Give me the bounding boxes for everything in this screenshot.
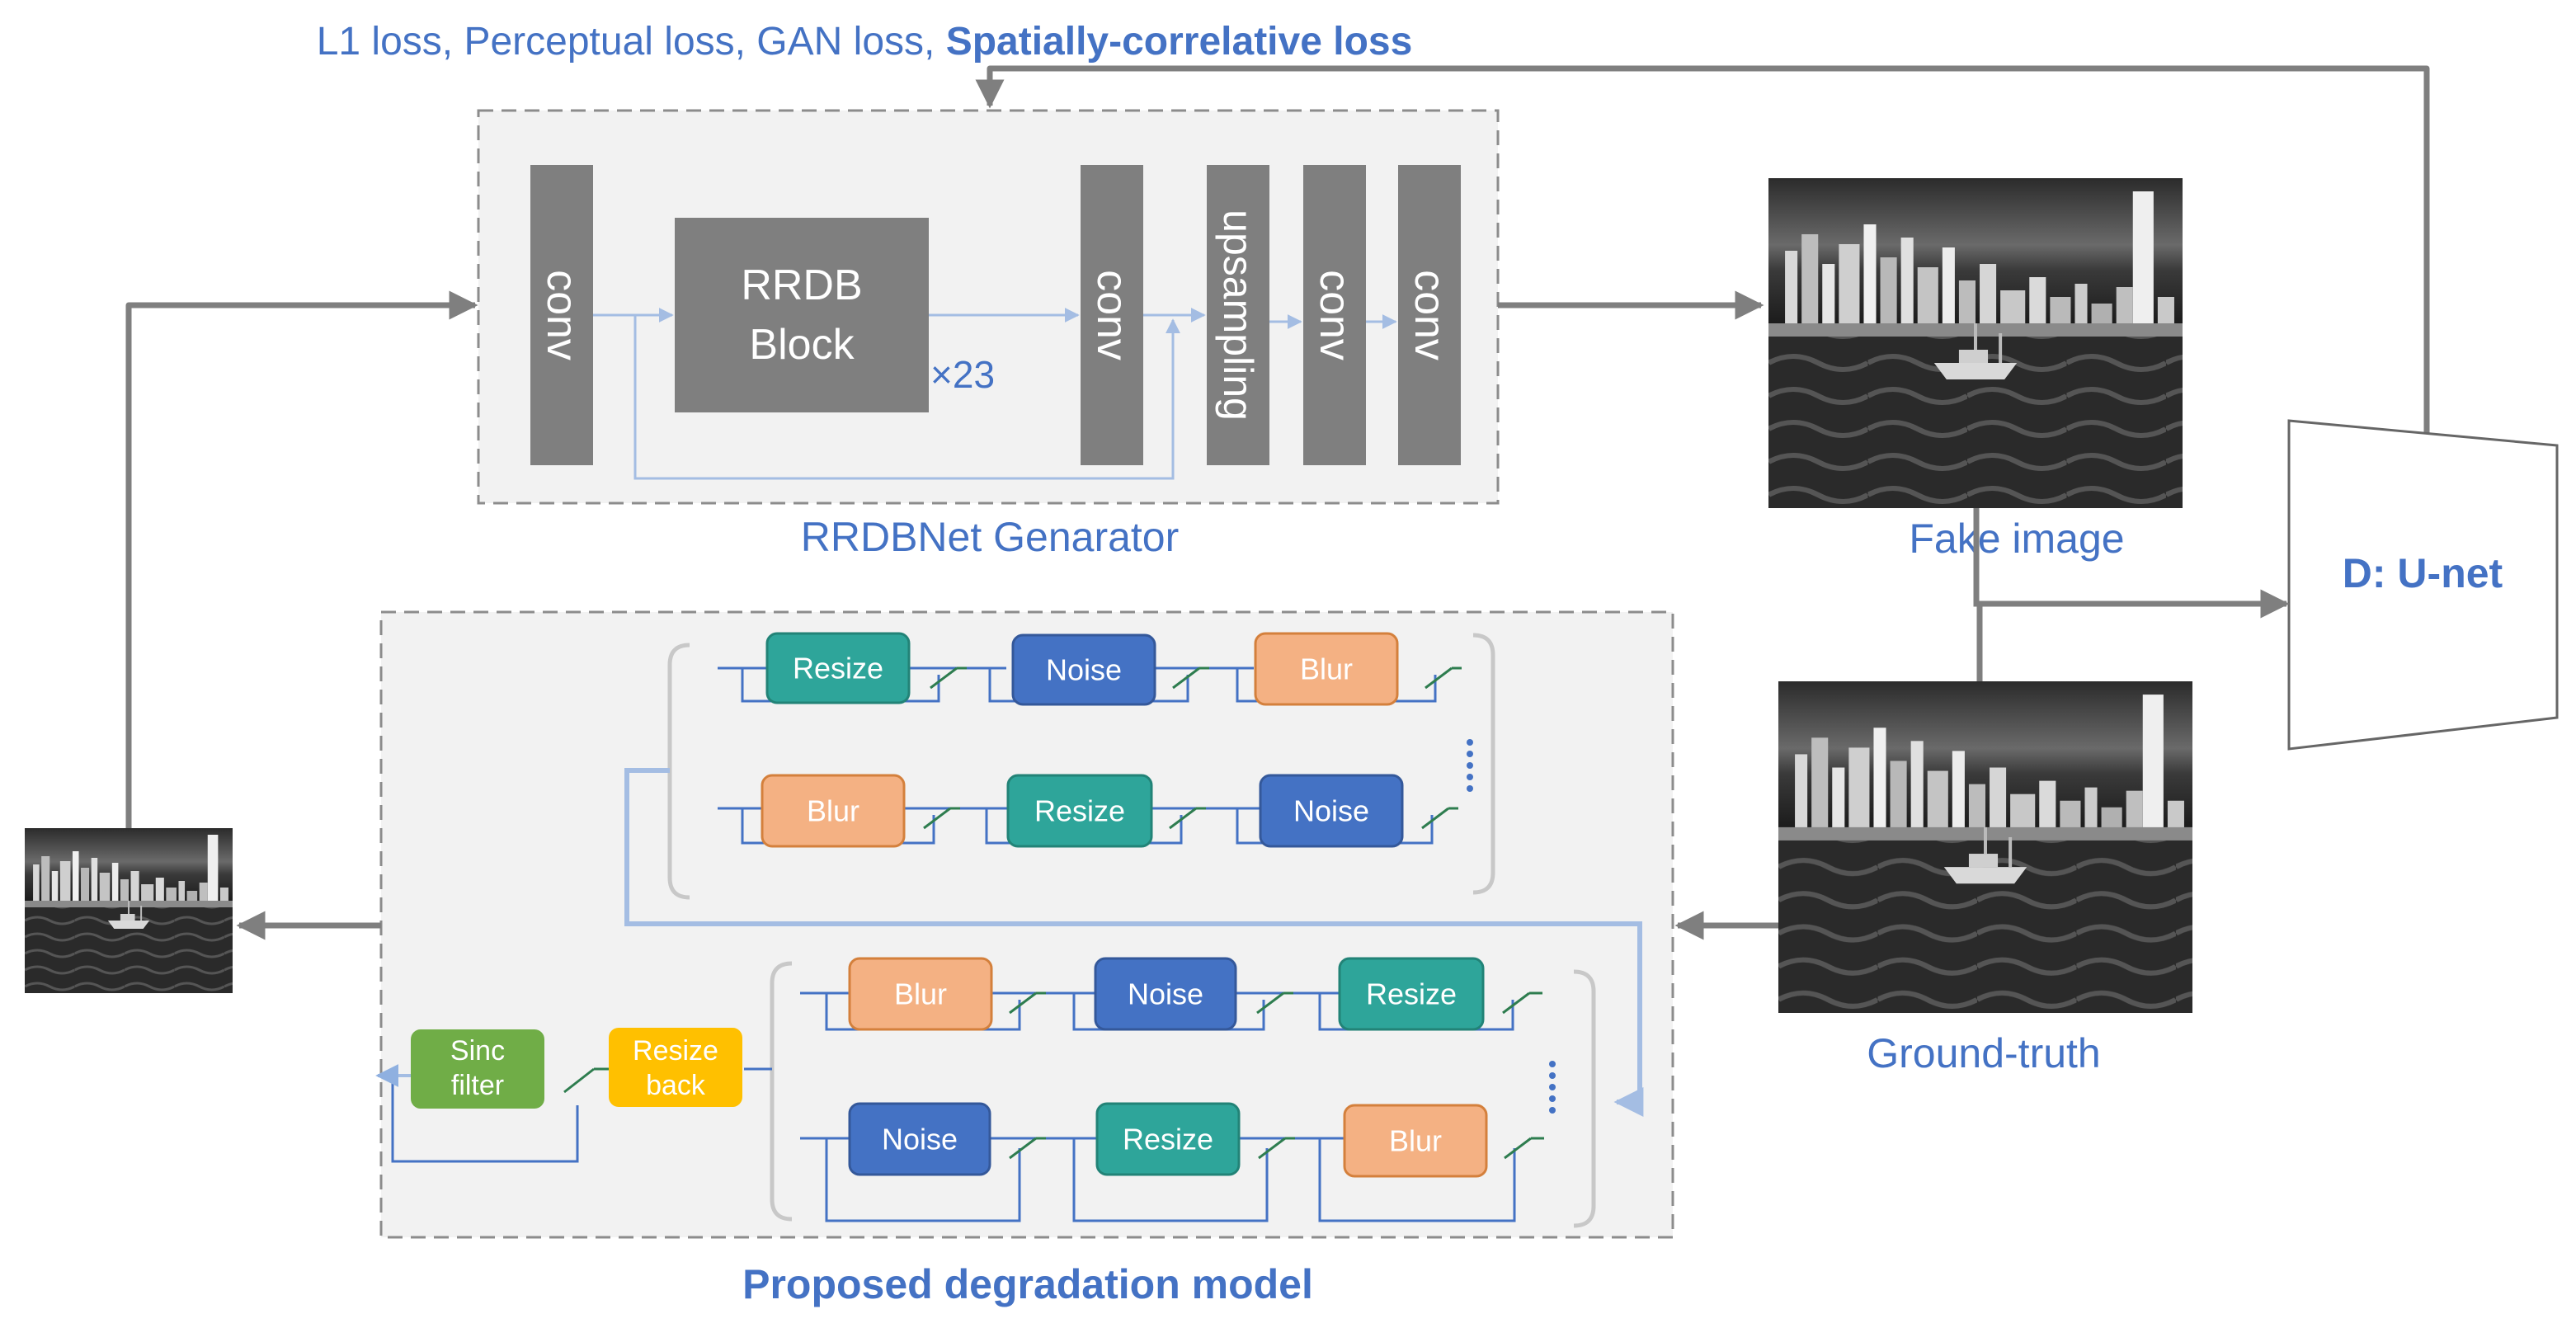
second-stage-row-2-switches: [1009, 1137, 1544, 1160]
first-stage-op-1-2-label: Noise: [1046, 653, 1122, 687]
first-stage-op-1-2: [1011, 633, 1156, 706]
second-stage-ellipsis: [1549, 1061, 1556, 1114]
sinc-filter-block: [411, 1029, 544, 1109]
second-stage-op-1-3-label: Resize: [1366, 977, 1457, 1011]
loss-feedback-arrow: [975, 65, 2430, 440]
conv-block-4-label: conv: [1406, 270, 1453, 360]
fake-to-discriminator-arrow: [1973, 508, 2290, 619]
resize-back-label-2: back: [646, 1070, 706, 1101]
second-stage-op-2-3-label: Blur: [1389, 1124, 1442, 1158]
first-stage-row-2-switches: [923, 807, 1458, 830]
loss-label: L1 loss, Perceptual loss, GAN loss, Spat…: [317, 20, 1413, 64]
second-stage-row-1-switches: [1009, 991, 1542, 1015]
first-stage-op-2-2-label: Resize: [1034, 794, 1125, 828]
discriminator-label: D: U-net: [2343, 550, 2503, 596]
stage-connector-arrow: [624, 768, 1644, 1117]
sinc-filter-label-2: filter: [451, 1070, 504, 1101]
rrdb-block: [675, 218, 929, 412]
discriminator-block: [2287, 419, 2559, 751]
second-stage-op-2-1-label: Noise: [882, 1123, 958, 1156]
first-stage-op-2-3-label: Noise: [1293, 794, 1369, 828]
first-stage-op-2-1: [761, 774, 906, 848]
ground-truth-label: Ground-truth: [1867, 1030, 2100, 1076]
resize-back-switch: [563, 1067, 595, 1094]
first-stage-op-2-3: [1259, 774, 1404, 848]
second-stage-op-1-2: [1094, 957, 1237, 1031]
second-stage-op-2-2-label: Resize: [1123, 1123, 1213, 1156]
second-stage-op-1-1-label: Blur: [894, 977, 947, 1011]
generator-title: RRDBNet Genarator: [801, 514, 1180, 560]
sinc-filter-label-1: Sinc: [450, 1035, 505, 1067]
fake-image: [1768, 178, 2183, 508]
conv-block-1-label: conv: [538, 270, 586, 360]
first-stage-op-2-1-label: Blur: [807, 794, 859, 828]
generator-skip-connection: [633, 315, 1180, 480]
conv-block-3-label: conv: [1311, 270, 1359, 360]
fake-image-label: Fake image: [1909, 516, 2124, 562]
upsampling-block: [1207, 165, 1269, 465]
resize-back-label-1: Resize: [633, 1035, 718, 1067]
low-resolution-image: [23, 826, 234, 995]
second-stage-op-1-2-label: Noise: [1128, 977, 1203, 1011]
conv-block-2: [1081, 165, 1143, 465]
upsampling-block-label: upsampling: [1215, 210, 1261, 421]
second-stage-bracket-right: [1573, 969, 1596, 1228]
conv-block-3: [1303, 165, 1366, 465]
ground-truth-image: [1778, 681, 2192, 1013]
second-stage-op-2-2: [1095, 1102, 1241, 1176]
rrdb-block-label-2: Block: [749, 321, 855, 369]
second-stage-bracket-left: [770, 961, 793, 1222]
first-stage-op-1-1-label: Resize: [793, 652, 883, 685]
second-stage-op-2-3: [1343, 1104, 1488, 1178]
first-stage-op-1-3-label: Blur: [1300, 652, 1353, 686]
resize-back-block: [609, 1028, 742, 1107]
conv-block-1: [530, 165, 593, 465]
sinc-bypass-line: [391, 1076, 579, 1163]
rrdb-repeat-label: ×23: [930, 353, 995, 396]
first-stage-op-1-1: [765, 632, 911, 704]
rrdb-block-label-1: RRDB: [741, 261, 862, 309]
first-stage-bracket-right: [1472, 633, 1495, 895]
degradation-title: Proposed degradation model: [742, 1261, 1313, 1307]
conv-block-2-label: conv: [1088, 270, 1136, 360]
second-stage-op-1-1: [848, 957, 993, 1031]
second-stage-op-1-3: [1338, 957, 1485, 1031]
first-stage-op-2-2: [1006, 774, 1153, 848]
conv-block-4: [1398, 165, 1461, 465]
second-stage-op-2-1: [848, 1102, 991, 1176]
lr-to-generator-arrow: [125, 290, 478, 828]
first-stage-op-1-3: [1254, 632, 1399, 706]
first-stage-row-1-switches: [930, 666, 1462, 690]
first-stage-ellipsis: [1467, 739, 1473, 792]
